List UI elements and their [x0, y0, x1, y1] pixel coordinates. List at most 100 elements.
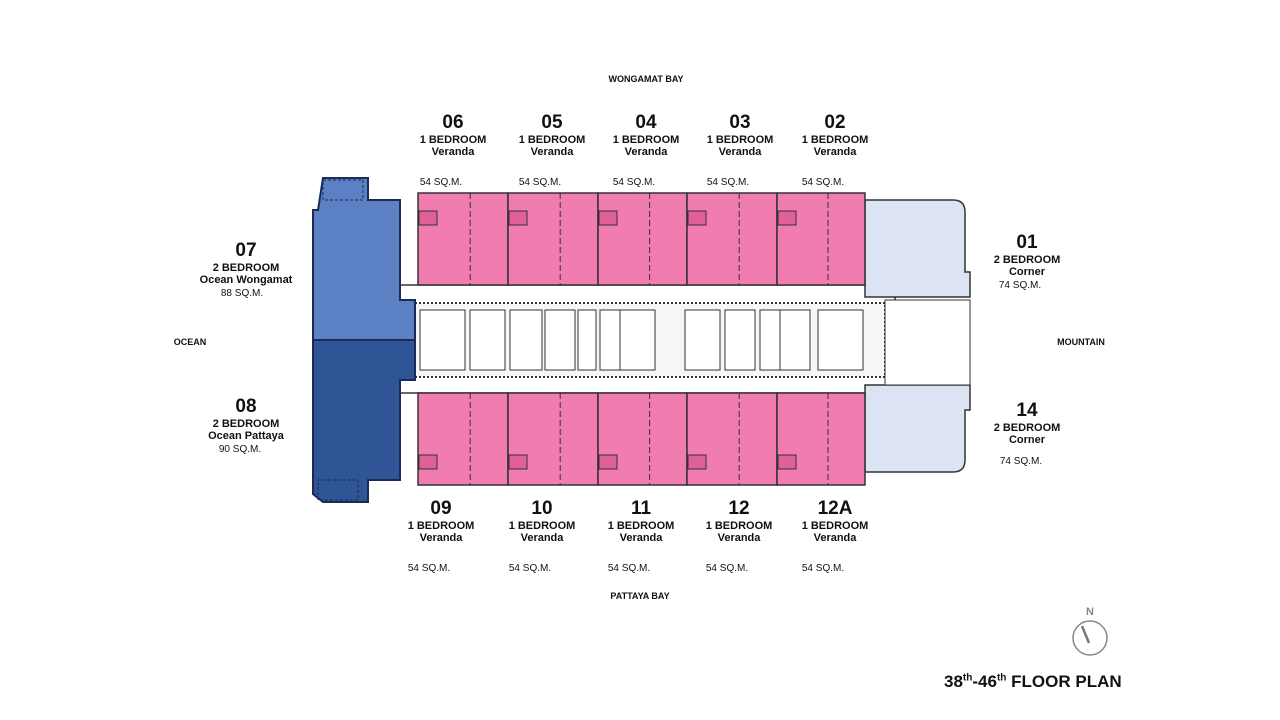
unit-area: 54 SQ.M.	[705, 563, 749, 574]
unit-view: Veranda	[619, 532, 663, 544]
unit-view: Veranda	[530, 146, 574, 158]
unit-area: 54 SQ.M.	[407, 563, 451, 574]
unit-type: 1 BEDROOM	[801, 134, 869, 146]
core-room	[619, 309, 656, 371]
unit-view: Ocean Pattaya	[208, 430, 284, 442]
compass-north-label: N	[1086, 606, 1094, 618]
core-room	[577, 309, 597, 371]
core-room	[684, 309, 721, 371]
compass-icon	[1072, 620, 1108, 656]
unit-view: Corner	[1008, 266, 1046, 278]
unit-view: Corner	[1008, 434, 1046, 446]
unit-view: Veranda	[431, 146, 475, 158]
unit-number: 11	[630, 498, 652, 519]
core-room	[544, 309, 576, 371]
unit-area: 74 SQ.M.	[998, 280, 1042, 291]
core-room	[509, 309, 543, 371]
unit-view: Ocean Wongamat	[199, 274, 293, 286]
unit-area: 74 SQ.M.	[999, 456, 1043, 467]
title-from-sup: th	[962, 672, 973, 684]
unit-area: 54 SQ.M.	[518, 177, 562, 188]
unit-04-shape	[597, 192, 688, 286]
unit-08-shape	[312, 339, 416, 503]
unit-05-shape	[507, 192, 599, 286]
unit-06-shape	[417, 192, 509, 286]
unit-area: 54 SQ.M.	[612, 177, 656, 188]
unit-03-shape	[686, 192, 778, 286]
unit-view: Veranda	[520, 532, 564, 544]
unit-number: 08	[235, 396, 257, 417]
unit-view: Veranda	[624, 146, 668, 158]
unit-area: 90 SQ.M.	[218, 444, 262, 455]
unit-type: 1 BEDROOM	[706, 134, 774, 146]
unit-number: 01	[1016, 232, 1038, 253]
unit-view: Veranda	[419, 532, 463, 544]
core-room	[817, 309, 864, 371]
unit-view: Veranda	[813, 146, 857, 158]
title-to-sup: th	[996, 672, 1007, 684]
unit-area: 54 SQ.M.	[801, 177, 845, 188]
unit-12-shape	[686, 392, 778, 486]
unit-number: 06	[442, 112, 464, 133]
unit-area: 54 SQ.M.	[419, 177, 463, 188]
core-room	[599, 309, 621, 371]
unit-type: 1 BEDROOM	[801, 520, 869, 532]
unit-number: 03	[729, 112, 751, 133]
core-room	[779, 309, 811, 371]
unit-01-shape	[864, 199, 971, 298]
direction-left: OCEAN	[173, 337, 207, 347]
unit-10-shape	[507, 392, 599, 486]
unit-11-shape	[597, 392, 688, 486]
core-room	[759, 309, 781, 371]
unit-area: 54 SQ.M.	[801, 563, 845, 574]
unit-number: 04	[635, 112, 657, 133]
unit-number: 02	[824, 112, 846, 133]
unit-number: 12A	[817, 498, 853, 519]
unit-view: Veranda	[717, 532, 761, 544]
unit-area: 88 SQ.M.	[220, 288, 264, 299]
unit-type: 2 BEDROOM	[993, 254, 1061, 266]
right-core	[884, 299, 971, 386]
unit-area: 54 SQ.M.	[607, 563, 651, 574]
unit-type: 1 BEDROOM	[705, 520, 773, 532]
unit-type: 1 BEDROOM	[508, 520, 576, 532]
unit-type: 2 BEDROOM	[993, 422, 1061, 434]
core-rooms	[419, 309, 864, 371]
core-room	[724, 309, 756, 371]
balcony-07	[322, 179, 364, 201]
unit-number: 12	[728, 498, 750, 519]
unit-area: 54 SQ.M.	[706, 177, 750, 188]
floor-plan-title: 38th-46th FLOOR PLAN	[944, 672, 1122, 692]
unit-type: 1 BEDROOM	[612, 134, 680, 146]
compass-needle	[1080, 625, 1091, 644]
unit-type: 2 BEDROOM	[212, 418, 280, 430]
unit-number: 14	[1016, 400, 1038, 421]
unit-view: Veranda	[718, 146, 762, 158]
unit-view: Veranda	[813, 532, 857, 544]
unit-number: 10	[531, 498, 553, 519]
unit-02-shape	[776, 192, 866, 286]
title-sep: -	[972, 672, 979, 691]
unit-12A-shape	[776, 392, 866, 486]
unit-09-shape	[417, 392, 509, 486]
balcony-08	[317, 479, 359, 501]
unit-type: 1 BEDROOM	[518, 134, 586, 146]
title-from: 38	[944, 672, 963, 691]
title-to: 46	[978, 672, 997, 691]
unit-type: 1 BEDROOM	[607, 520, 675, 532]
unit-number: 05	[541, 112, 563, 133]
unit-07-shape	[312, 177, 416, 341]
unit-number: 07	[235, 240, 257, 261]
unit-number: 09	[430, 498, 452, 519]
unit-type: 2 BEDROOM	[212, 262, 280, 274]
core-room	[469, 309, 506, 371]
direction-right: MOUNTAIN	[1057, 337, 1105, 347]
core-room	[419, 309, 466, 371]
unit-area: 54 SQ.M.	[508, 563, 552, 574]
unit-type: 1 BEDROOM	[419, 134, 487, 146]
unit-type: 1 BEDROOM	[407, 520, 475, 532]
direction-top: WONGAMAT BAY	[608, 74, 684, 84]
unit-14-shape	[864, 384, 971, 473]
direction-bottom: PATTAYA BAY	[610, 591, 670, 601]
